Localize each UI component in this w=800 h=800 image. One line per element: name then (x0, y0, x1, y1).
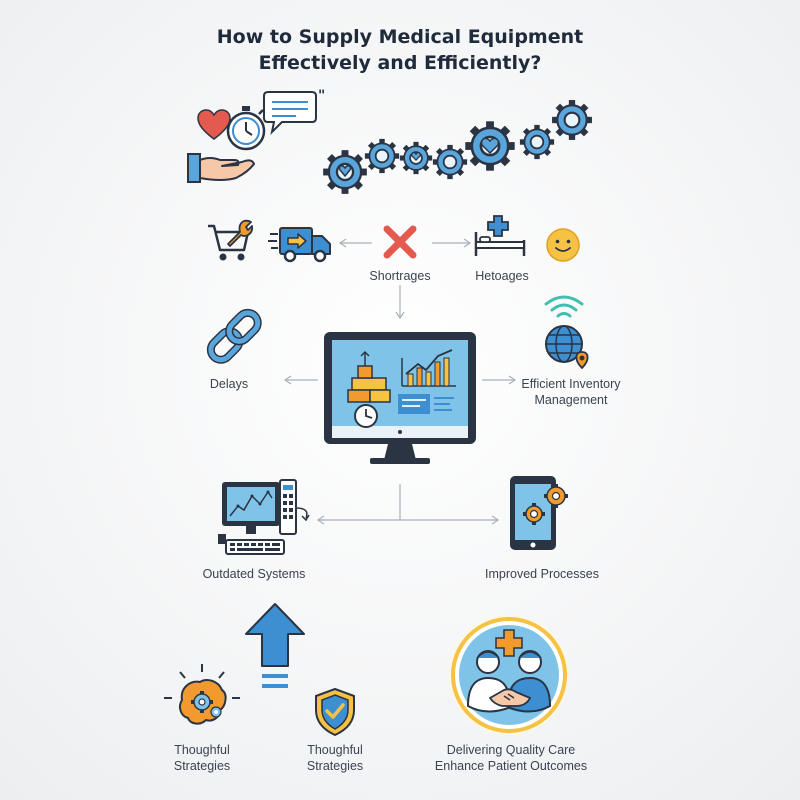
label-efficient-inventory: Efficient Inventory Management (506, 376, 636, 408)
label-thoughful-2-line-2: Strategies (306, 759, 364, 773)
label-thoughful-1-line-1: Thoughful (174, 743, 230, 757)
label-care-line-2: Enhance Patient Outcomes (434, 759, 588, 773)
label-delays: Delays (209, 377, 249, 391)
label-improved-processes: Improved Processes (485, 567, 599, 581)
label-efficient-line-2: Management (534, 393, 608, 407)
smiley-icon (546, 228, 580, 262)
label-shortrages: Shortrages (369, 269, 431, 283)
globe-icon (545, 325, 589, 370)
label-thoughful-strategies-1: Thoughful Strategies (160, 742, 244, 774)
brain-gear-icon (164, 664, 240, 725)
label-efficient-line-1: Efficient Inventory (521, 377, 621, 391)
truck-icon (268, 227, 331, 263)
svg-text:": " (318, 88, 325, 104)
wifi-icon (544, 295, 584, 318)
label-thoughful-2-line-1: Thoughful (307, 743, 363, 757)
title-line-2: Effectively and Efficiently? (258, 52, 542, 74)
page-title: How to Supply Medical Equipment Effectiv… (0, 24, 800, 76)
workstation-icon (218, 479, 310, 555)
tablet-icon (510, 476, 568, 550)
wrench-icon (227, 219, 254, 247)
hand-icon (187, 153, 255, 183)
cross-x-icon (383, 225, 417, 259)
label-hetoages: Hetoages (475, 269, 529, 283)
shield-check-icon (315, 687, 355, 737)
monitor-icon (324, 332, 476, 464)
hospital-bed-icon (474, 215, 526, 256)
label-thoughful-1-line-2: Strategies (173, 759, 231, 773)
chain-link-icon (206, 308, 262, 364)
speech-bubble-icon: " (263, 88, 325, 136)
label-outdated-systems: Outdated Systems (202, 567, 306, 581)
label-thoughful-strategies-2: Thoughful Strategies (292, 742, 378, 774)
title-line-1: How to Supply Medical Equipment (216, 26, 584, 48)
doctors-handshake-icon (449, 615, 569, 735)
arrow-up-icon (245, 603, 305, 688)
heart-icon (197, 109, 231, 140)
gear-chain-icon (318, 94, 608, 198)
stopwatch-icon (226, 106, 266, 151)
label-quality-care: Delivering Quality Care Enhance Patient … (426, 742, 596, 774)
label-care-line-1: Delivering Quality Care (446, 743, 576, 757)
